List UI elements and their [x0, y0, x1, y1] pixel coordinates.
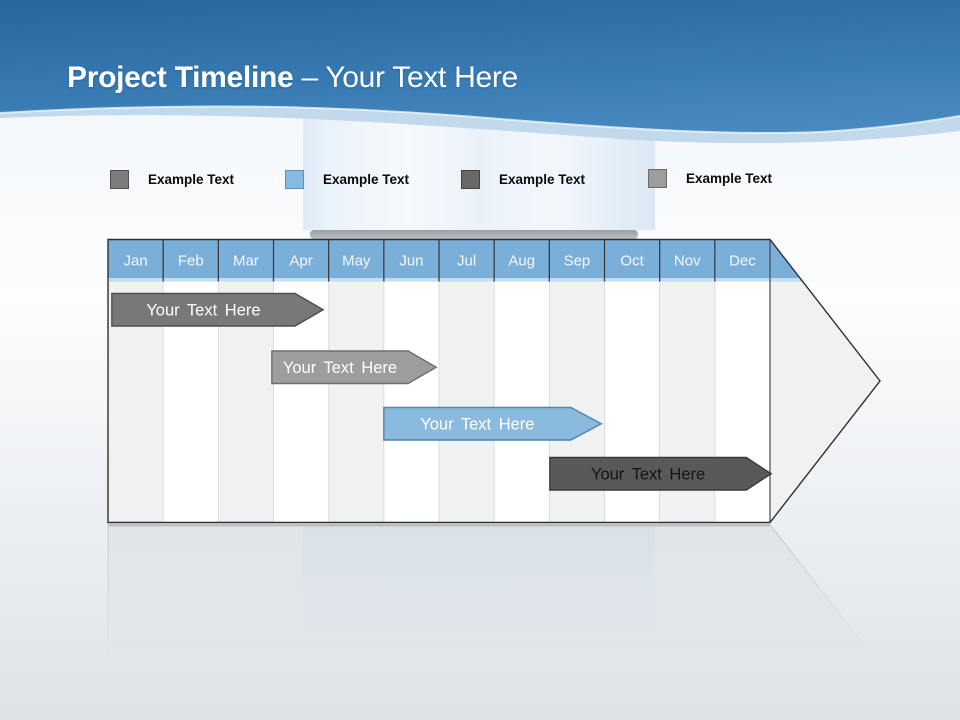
timeline-bar: Your Text Here — [549, 456, 773, 491]
legend-label: Example Text — [686, 170, 773, 186]
timeline-bar-label: Your Text Here — [283, 359, 397, 377]
header-wave — [0, 0, 960, 144]
month-stripe — [328, 281, 384, 523]
legend-item-1: Example Text — [110, 169, 235, 189]
timeline-bar: Your Text Here — [383, 406, 603, 441]
timeline-bar: Your Text Here — [271, 350, 438, 385]
month-header-bottom-strip — [108, 278, 801, 282]
timeline-reflection — [107, 524, 881, 720]
month-label: Apr — [289, 253, 312, 270]
month-label: Dec — [729, 253, 756, 270]
timeline-bar-shape — [271, 350, 438, 385]
month-label: Jul — [457, 253, 476, 270]
timeline-bar-shape — [383, 406, 603, 441]
legend-label: Example Text — [148, 171, 235, 187]
wave-main — [0, 0, 960, 134]
slide-title: Project Timeline – Your Text Here — [67, 61, 518, 95]
month-label: Nov — [674, 253, 701, 270]
month-label: Mar — [233, 253, 259, 270]
timeline-bar: Your Text Here — [111, 292, 325, 327]
legend-item-3: Example Text — [461, 169, 586, 189]
legend-label: Example Text — [499, 171, 586, 187]
month-header-band — [108, 239, 803, 282]
legend-item-4: Example Text — [648, 168, 773, 188]
legend-item-2: Example Text — [285, 169, 410, 189]
legend-label: Example Text — [323, 171, 410, 187]
legend-swatch-gray — [110, 169, 129, 189]
month-header — [108, 239, 803, 282]
month-label: Aug — [508, 253, 535, 270]
wave-highlight — [0, 105, 960, 135]
month-label: Jan — [123, 253, 147, 270]
slide-title-rest: – Your Text Here — [301, 61, 518, 94]
month-label: Oct — [620, 253, 644, 270]
month-label: Sep — [564, 253, 591, 270]
legend-swatch-lightgray — [648, 168, 667, 188]
timeline-bar-shape — [111, 292, 325, 327]
month-stripe — [383, 281, 439, 523]
legend-swatch-blue — [285, 169, 304, 189]
slide-title-bold: Project Timeline — [67, 61, 294, 94]
timeline-bar-label: Your Text Here — [420, 415, 534, 433]
arrow-outline — [107, 238, 881, 524]
timeline-bar-shape — [549, 456, 773, 491]
month-stripe — [439, 281, 495, 523]
month-label: May — [342, 253, 371, 270]
timeline-bar-label: Your Text Here — [591, 465, 705, 483]
background-panel-shadow — [310, 230, 638, 239]
month-label: Jun — [399, 253, 423, 270]
month-stripe — [494, 281, 550, 523]
month-label: Feb — [178, 253, 204, 270]
timeline-bar-label: Your Text Here — [146, 301, 260, 319]
timeline-reflection-inner — [107, 524, 881, 720]
legend-swatch-darkgray — [461, 169, 480, 189]
reflection-pentagon — [107, 524, 881, 720]
